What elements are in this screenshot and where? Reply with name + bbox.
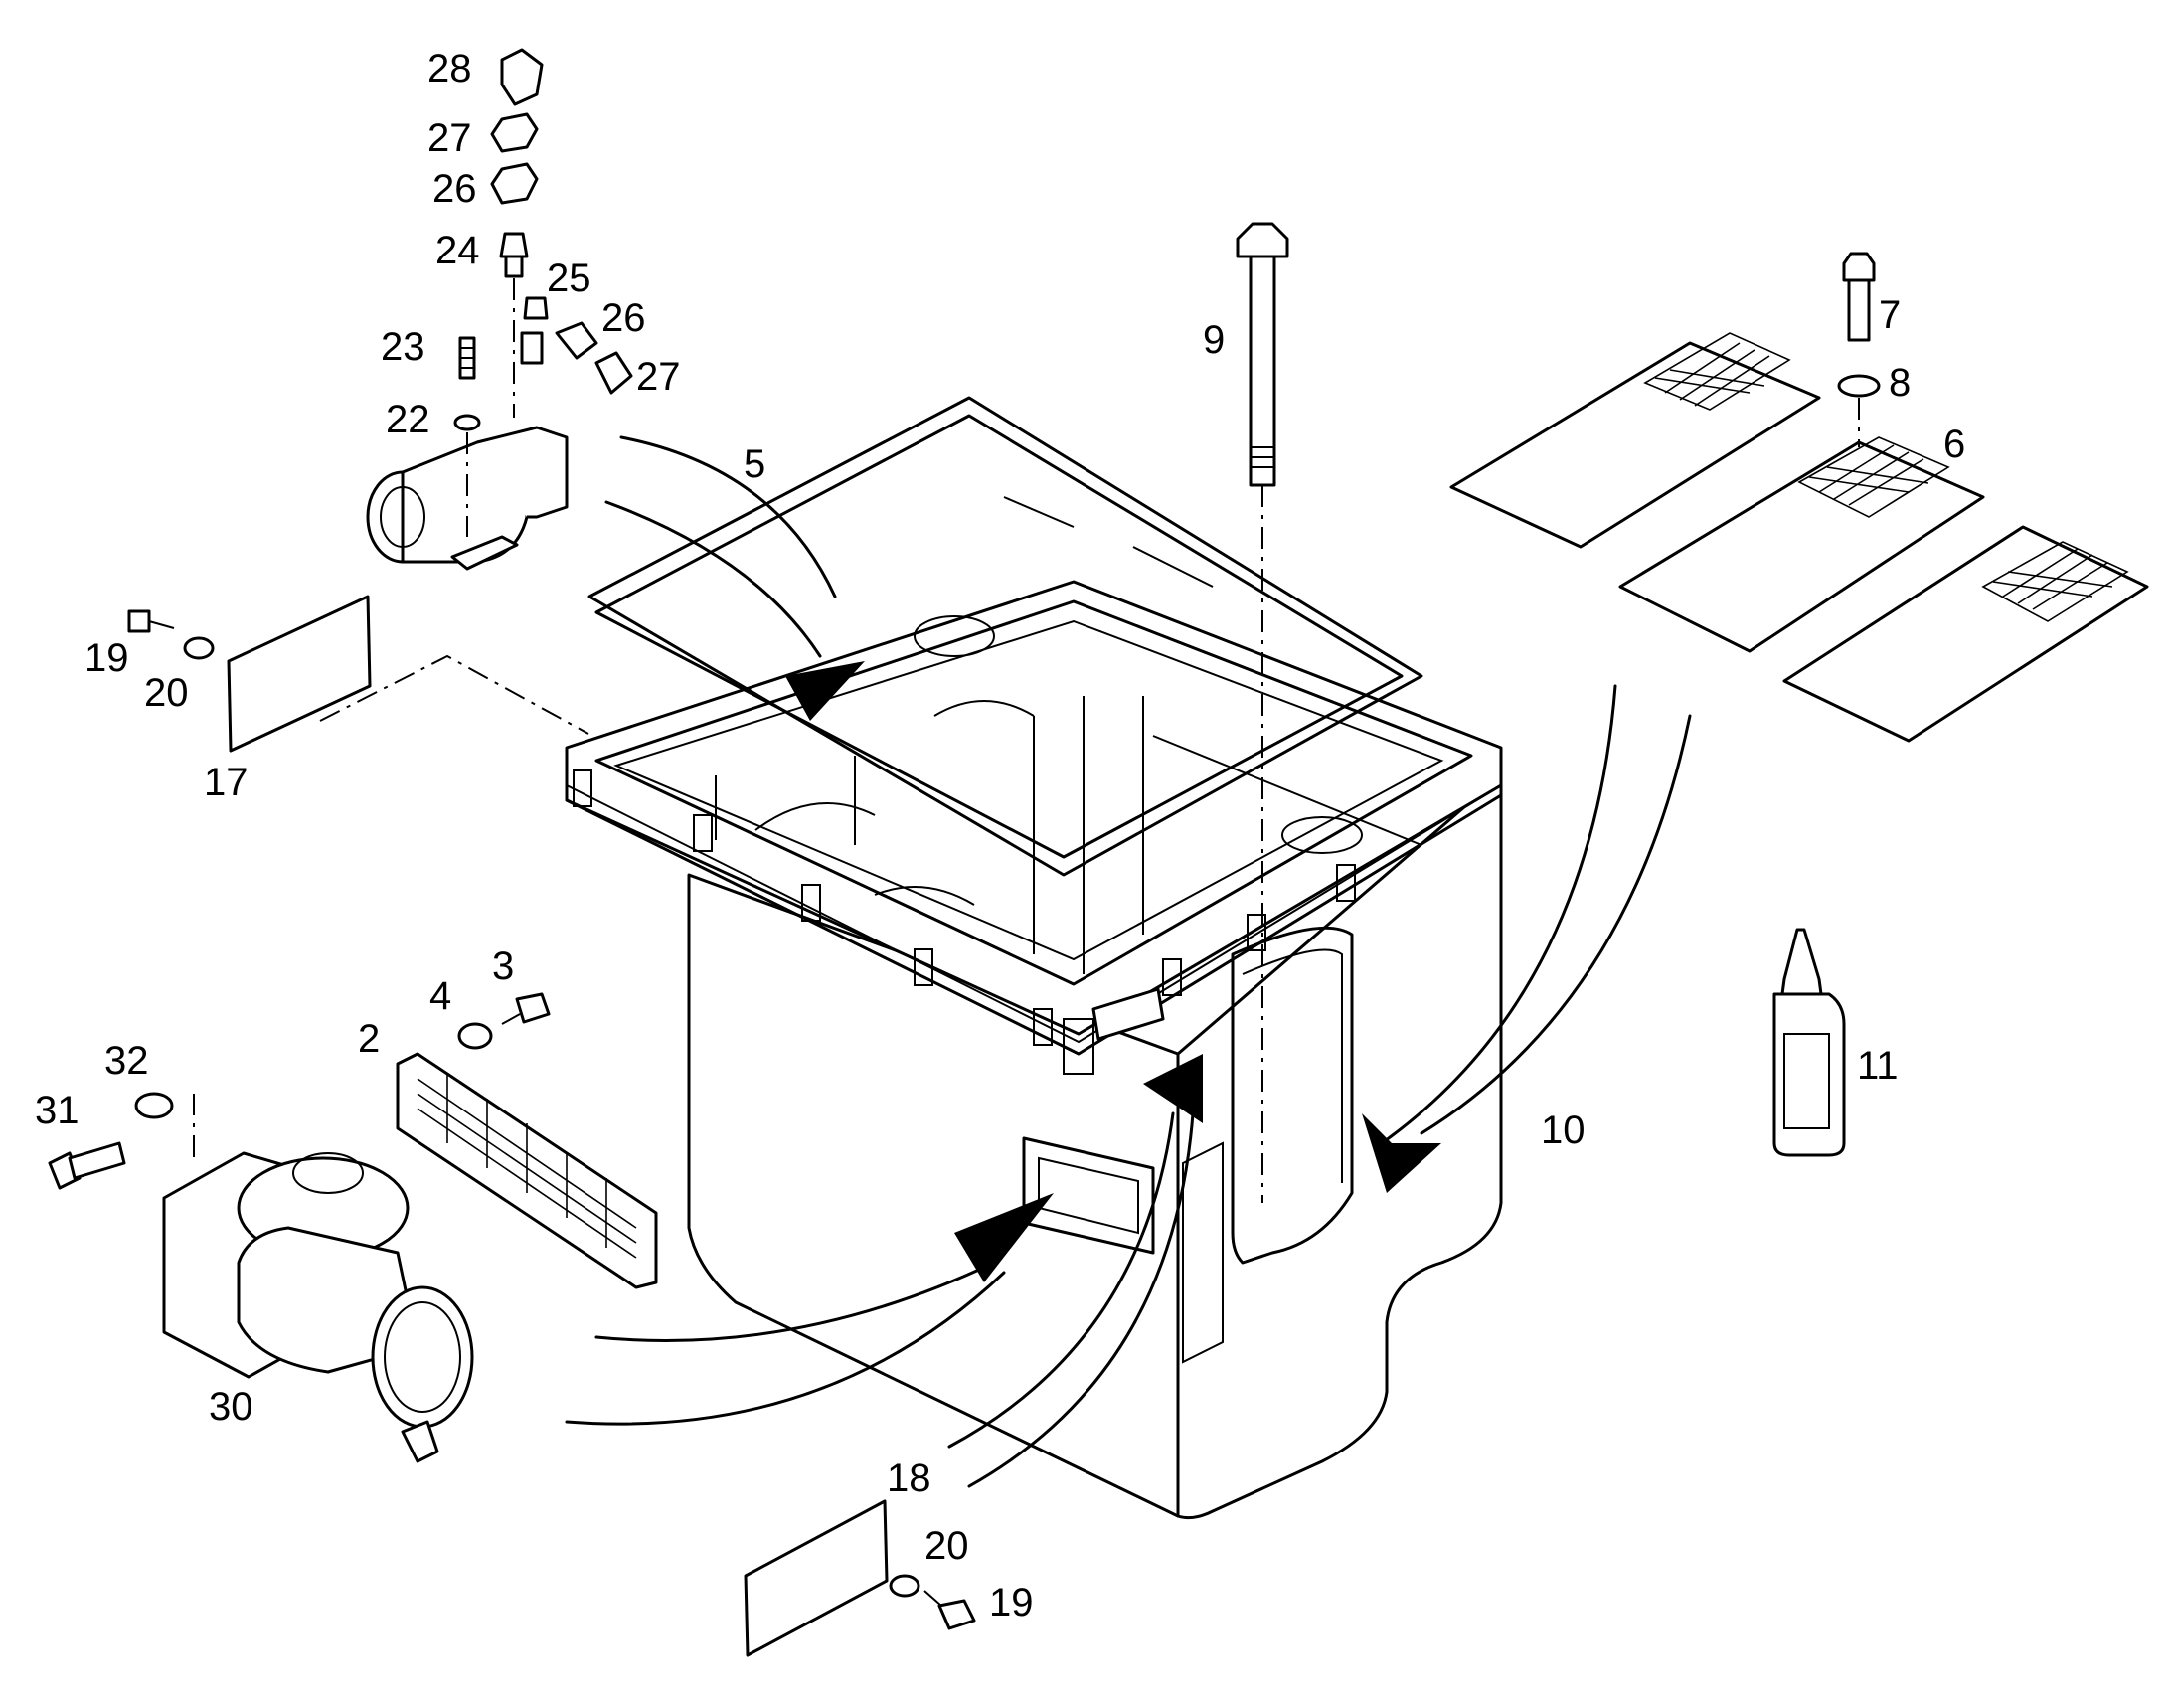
label-32: 32 — [104, 1039, 149, 1083]
long-bolt — [1236, 222, 1289, 1203]
label-10: 10 — [1541, 1109, 1586, 1152]
label-20-top: 20 — [144, 671, 189, 715]
label-19-bottom: 19 — [989, 1581, 1034, 1624]
label-4: 4 — [429, 974, 451, 1018]
label-5: 5 — [744, 442, 765, 486]
label-25: 25 — [547, 256, 591, 300]
label-31: 31 — [35, 1089, 80, 1132]
assembly-arrow-10 — [1362, 684, 1692, 1193]
label-22: 22 — [386, 398, 430, 441]
pump-motor-icon — [366, 426, 569, 571]
label-27-top: 27 — [427, 116, 472, 160]
label-24: 24 — [435, 229, 480, 272]
label-18: 18 — [887, 1456, 931, 1500]
mesh-grids — [1654, 342, 2113, 610]
label-26-top: 26 — [432, 167, 477, 211]
fittings — [453, 48, 633, 537]
gasket-frame — [587, 396, 1423, 877]
label-11: 11 — [1857, 1044, 1899, 1088]
label-30: 30 — [209, 1385, 253, 1429]
label-27-right: 27 — [636, 355, 681, 399]
filter-plates — [1449, 252, 2149, 743]
label-2: 2 — [358, 1017, 380, 1061]
label-6: 6 — [1943, 423, 1965, 466]
callout-labels: 2 3 4 5 6 7 8 9 10 11 17 18 19 19 20 20 … — [35, 47, 1965, 1624]
label-7: 7 — [1879, 293, 1901, 337]
label-3: 3 — [492, 944, 514, 988]
cover-plate-17 — [127, 595, 589, 753]
fan-motor-icon — [48, 1092, 474, 1463]
label-8: 8 — [1889, 361, 1911, 405]
label-26-right: 26 — [601, 296, 646, 340]
label-17: 17 — [204, 761, 249, 804]
grille-plate — [396, 992, 658, 1289]
label-9: 9 — [1203, 318, 1225, 362]
assembly-arrow-30 — [565, 1193, 1054, 1426]
label-19-top: 19 — [84, 636, 129, 680]
bottle-icon — [1772, 928, 1846, 1157]
assembly-arrow-5 — [604, 435, 865, 721]
cover-plate-18 — [744, 1499, 976, 1657]
label-20-bottom: 20 — [924, 1524, 969, 1568]
label-23: 23 — [381, 325, 425, 369]
label-28: 28 — [427, 47, 472, 90]
assembly-arrow-18 — [947, 1054, 1203, 1488]
tank-body — [565, 580, 1503, 1520]
